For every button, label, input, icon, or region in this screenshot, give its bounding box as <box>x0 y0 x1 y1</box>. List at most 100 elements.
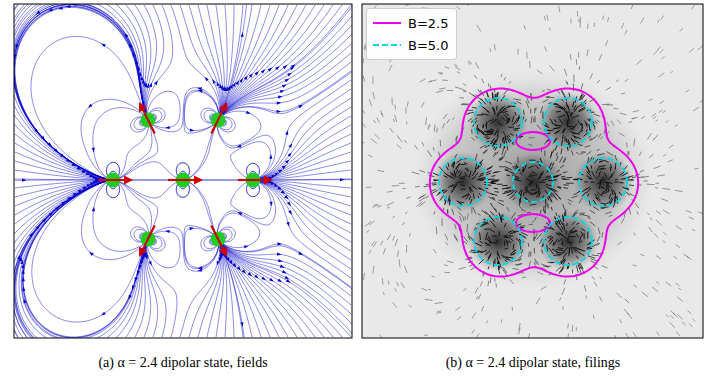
moment-arrowhead <box>264 176 273 185</box>
iron-filing <box>624 309 628 314</box>
iron-filing <box>542 112 543 119</box>
iron-filing <box>363 58 365 63</box>
field-line <box>146 5 164 116</box>
iron-filing <box>698 212 703 214</box>
field-arrow <box>82 185 87 190</box>
iron-filing <box>607 122 609 126</box>
field-line <box>54 4 147 117</box>
field-arrow <box>277 242 282 245</box>
iron-filing <box>563 187 568 189</box>
iron-filing <box>595 121 598 125</box>
iron-filing <box>408 305 411 307</box>
iron-filing <box>588 136 591 138</box>
iron-filing <box>490 276 492 283</box>
iron-filing <box>424 335 428 336</box>
iron-filing <box>530 251 531 256</box>
field-line <box>15 314 30 338</box>
iron-filing <box>530 181 533 186</box>
field-line <box>117 243 147 337</box>
iron-filing <box>585 295 587 298</box>
field-arrow <box>248 272 253 277</box>
iron-filing <box>363 75 364 78</box>
iron-filing <box>447 261 453 263</box>
iron-filing <box>567 82 569 85</box>
iron-filing <box>395 115 397 122</box>
iron-filing <box>461 178 466 179</box>
iron-filing <box>469 251 472 252</box>
iron-filing <box>369 221 375 225</box>
iron-filing <box>519 206 522 210</box>
iron-filing <box>535 233 537 239</box>
iron-filing <box>578 19 579 23</box>
iron-filing <box>562 214 564 220</box>
iron-filing <box>602 266 608 268</box>
iron-filing <box>387 234 391 240</box>
field-arrow <box>49 211 54 216</box>
field-line <box>256 180 351 233</box>
field-line <box>14 5 110 180</box>
field-line <box>256 89 351 180</box>
iron-filing <box>471 207 472 214</box>
iron-filing <box>593 315 595 319</box>
field-arrow <box>29 231 34 237</box>
iron-filing <box>488 236 491 243</box>
iron-filing <box>640 18 643 24</box>
iron-filing <box>621 23 624 29</box>
field-line <box>126 5 147 117</box>
iron-filing <box>677 297 683 302</box>
iron-filing <box>551 188 557 192</box>
iron-filing <box>429 124 430 127</box>
iron-filing <box>506 174 509 176</box>
iron-filing <box>562 288 565 295</box>
iron-filing <box>572 115 579 118</box>
iron-filing <box>507 207 509 211</box>
iron-filing <box>383 292 385 295</box>
moment-arrowhead <box>135 247 147 259</box>
iron-filing <box>525 119 526 122</box>
field-line <box>220 242 279 337</box>
field-arrow <box>140 76 143 81</box>
iron-filing <box>633 332 636 337</box>
iron-filing <box>659 110 663 113</box>
iron-filing <box>558 186 562 188</box>
field-lines <box>14 4 352 338</box>
iron-filing <box>477 25 481 32</box>
field-arrow <box>282 164 288 169</box>
iron-filing <box>490 211 494 215</box>
field-line <box>15 62 109 179</box>
iron-filing <box>475 173 478 176</box>
iron-filing <box>477 114 484 115</box>
iron-filing <box>490 129 494 130</box>
iron-filing <box>558 248 563 249</box>
iron-filing <box>504 240 505 246</box>
iron-filing <box>545 190 547 193</box>
iron-filing <box>562 234 567 239</box>
iron-filing <box>485 146 488 148</box>
moment-arrowhead <box>124 176 133 185</box>
iron-filing <box>685 90 689 92</box>
iron-filing <box>367 230 370 233</box>
field-arrow <box>123 32 128 38</box>
iron-filing <box>483 149 488 153</box>
iron-filing <box>473 208 476 215</box>
iron-filing <box>491 175 495 177</box>
iron-filing <box>593 207 599 211</box>
field-line <box>15 4 147 117</box>
iron-filing <box>392 185 399 187</box>
iron-filing <box>486 244 491 245</box>
field-arrow <box>131 51 135 56</box>
field-arrow <box>240 322 244 327</box>
field-arrow <box>282 83 287 88</box>
iron-filing <box>491 181 498 182</box>
iron-filing <box>657 175 665 176</box>
field-arrow <box>34 129 39 135</box>
iron-filing <box>505 114 509 116</box>
iron-filing <box>519 199 520 206</box>
moment-arrow <box>142 226 155 251</box>
iron-filing <box>519 323 520 330</box>
iron-filing <box>506 146 508 151</box>
iron-filing <box>634 233 635 236</box>
field-arrow <box>232 263 237 269</box>
iron-filing <box>658 73 664 77</box>
iron-filing <box>556 267 561 271</box>
